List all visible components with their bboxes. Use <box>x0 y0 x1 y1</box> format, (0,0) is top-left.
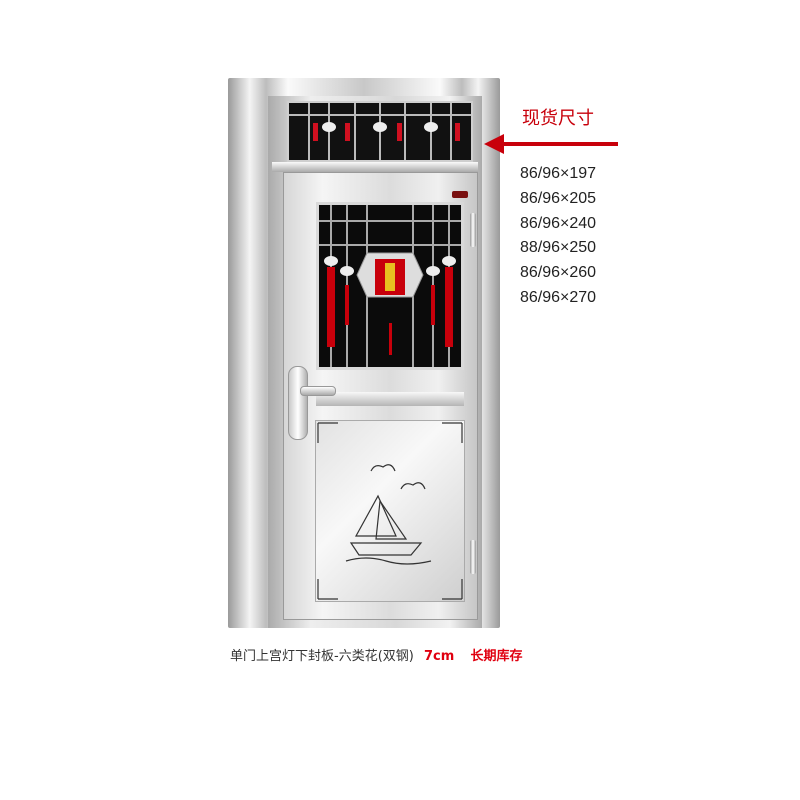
door-lever-handle[interactable] <box>300 386 336 396</box>
product-name: 单门上宫灯下封板-六类花(双钢) <box>230 649 414 664</box>
lantern-grille-pattern <box>319 205 461 367</box>
lower-panel-sailboat <box>315 420 465 602</box>
size-item: 86/96×197 <box>520 165 597 182</box>
size-item: 86/96×270 <box>520 288 597 306</box>
callout-arrow-line <box>500 142 618 146</box>
size-item: 86/96×260 <box>520 264 597 282</box>
product-caption: 单门上宫灯下封板-六类花(双钢) 7cm 长期库存 <box>230 645 522 664</box>
size-item: 88/96×250 <box>520 239 597 257</box>
thickness-label: 7cm <box>423 649 455 664</box>
sailboat-engraving <box>317 422 463 600</box>
upper-hinge <box>470 213 476 247</box>
size-item: 86/96×205 <box>520 189 597 207</box>
middle-rail <box>316 392 464 406</box>
stock-label: 长期库存 <box>470 649 523 664</box>
upper-glass-grille <box>316 202 464 370</box>
lower-hinge <box>470 540 476 574</box>
transom-pattern <box>289 103 471 160</box>
arrow-left-icon <box>484 134 504 154</box>
transom-grille <box>287 101 473 162</box>
door-handle-plate[interactable] <box>288 366 308 440</box>
size-item: 86/96×240 <box>520 214 597 232</box>
brand-logo <box>452 191 468 198</box>
transom-mullion <box>272 162 478 172</box>
stock-sizes-title: 现货尺寸 <box>522 108 594 129</box>
size-list: 86/96×197 86/96×205 86/96×240 88/96×250 … <box>520 162 596 311</box>
